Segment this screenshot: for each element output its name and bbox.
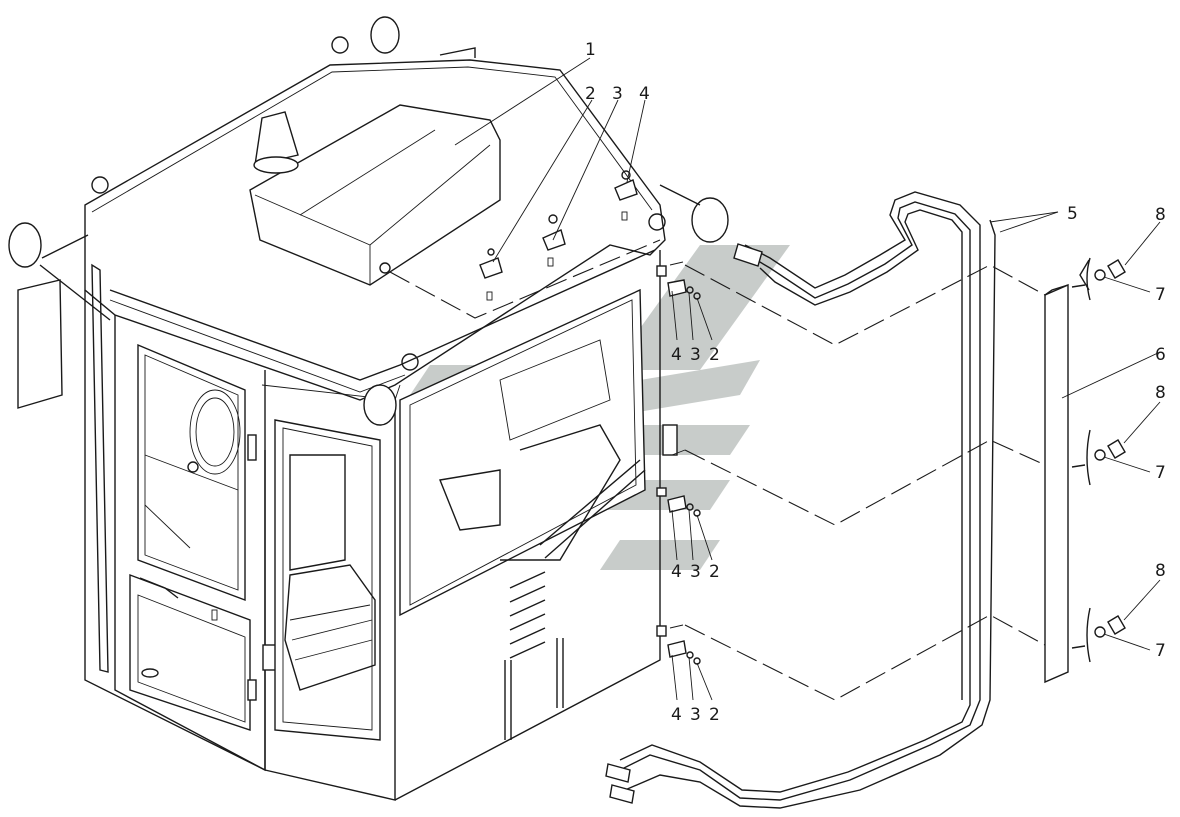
callout-3-group-top: 3 — [690, 345, 701, 365]
callout-8-middle: 8 — [1155, 383, 1166, 403]
leader-lines — [454, 57, 1161, 701]
side-bracket-group-middle — [656, 424, 701, 517]
washer-hoses — [605, 191, 996, 809]
callout-3-group-bottom: 3 — [690, 705, 701, 725]
roof-bracket-fasteners — [379, 170, 638, 301]
callout-6: 6 — [1155, 345, 1166, 365]
callout-2-group-middle: 2 — [709, 562, 720, 582]
callout-4-group-bottom: 4 — [671, 705, 682, 725]
callout-7-middle: 7 — [1155, 463, 1166, 483]
assembly-lines — [669, 261, 1046, 701]
callout-7-bottom: 7 — [1155, 641, 1166, 661]
callout-1: 1 — [585, 40, 596, 60]
callout-4: 4 — [639, 84, 650, 104]
callout-2-group-bottom: 2 — [709, 705, 720, 725]
callout-3: 3 — [612, 84, 623, 104]
hose-channel — [1044, 283, 1069, 684]
callout-8-bottom: 8 — [1155, 561, 1166, 581]
callout-2: 2 — [585, 84, 596, 104]
hose-clip-fastener-bottom — [1071, 607, 1126, 663]
callout-7-top: 7 — [1155, 285, 1166, 305]
callout-4-group-top: 4 — [671, 345, 682, 365]
cab-body — [84, 16, 729, 801]
hose-clip-fastener-middle — [1071, 429, 1126, 486]
callout-5: 5 — [1067, 204, 1078, 224]
callout-3-group-middle: 3 — [690, 562, 701, 582]
callout-2-group-top: 2 — [709, 345, 720, 365]
side-mirror — [8, 222, 111, 409]
callout-4-group-middle: 4 — [671, 562, 682, 582]
vent-louvers — [509, 571, 546, 659]
side-bracket-group-bottom — [656, 625, 701, 665]
hose-clip-fastener-top — [1071, 257, 1126, 301]
callout-8-top: 8 — [1155, 205, 1166, 225]
